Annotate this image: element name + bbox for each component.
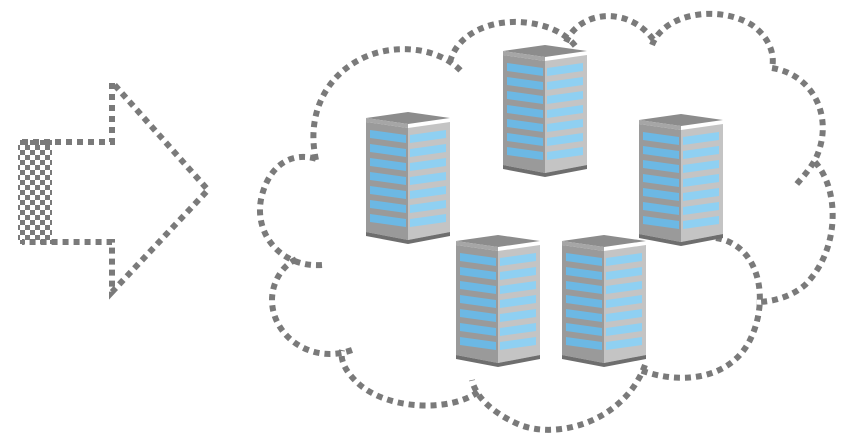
office-building-icon: [456, 235, 540, 367]
building-shape: [456, 235, 540, 367]
dotted-cloud-icon: [257, 10, 836, 433]
office-building-icon: [503, 45, 587, 177]
cloud-bump-left: [257, 153, 323, 269]
building-shape: [503, 45, 587, 177]
arrow-tail-hatch: [18, 140, 52, 244]
building-shape: [366, 112, 450, 244]
dotted-right-arrow-icon: [18, 74, 213, 300]
arrow-outline: [22, 74, 213, 300]
cloud-bump-top: [447, 18, 581, 63]
cloud-bump-bottom-left: [338, 349, 480, 409]
office-building-icon: [366, 112, 450, 244]
building-shape: [562, 235, 646, 367]
office-building-icon: [562, 235, 646, 367]
cloud-bump-top-right: [563, 13, 658, 44]
cloud-bump-right: [771, 65, 826, 187]
cloud-bump-right-lower: [755, 160, 836, 305]
cloud-bump-bottom: [469, 363, 648, 433]
building-shape: [639, 114, 723, 246]
office-building-icon: [639, 114, 723, 246]
cloud-bump-lower-left: [268, 255, 354, 357]
cloud-bump-upper-right: [649, 10, 776, 69]
cloud-bump-bottom-right: [638, 235, 763, 381]
